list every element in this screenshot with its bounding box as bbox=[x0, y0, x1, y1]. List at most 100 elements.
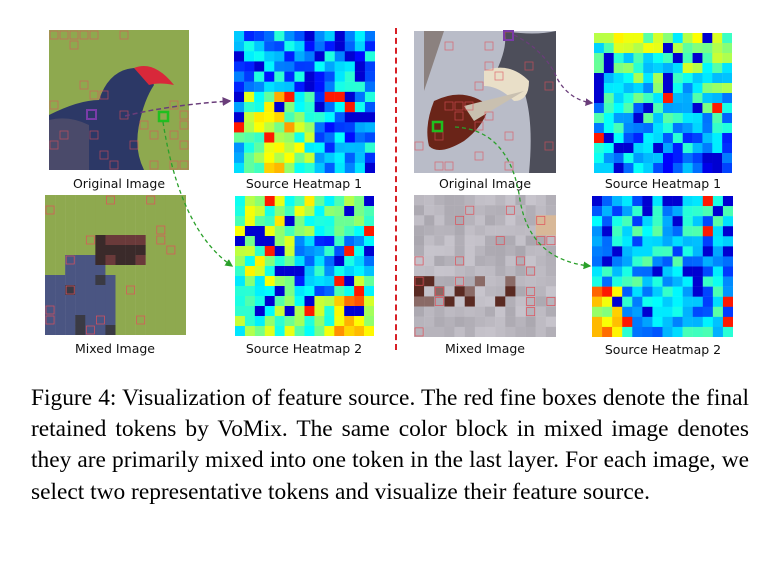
mixed-token-block bbox=[45, 295, 56, 306]
heatmap-cell bbox=[722, 113, 732, 124]
heatmap-cell bbox=[254, 51, 265, 62]
heatmap-cell bbox=[284, 162, 295, 173]
heatmap-cell bbox=[314, 256, 325, 267]
heatmap-cell bbox=[354, 102, 366, 113]
heatmap-cell bbox=[672, 113, 683, 124]
heatmap-cell bbox=[682, 133, 693, 144]
heatmap-cell bbox=[712, 103, 723, 114]
mixed-token-block bbox=[145, 275, 156, 286]
mixed-token-block bbox=[505, 235, 516, 246]
heatmap-cell bbox=[722, 33, 732, 44]
heatmap-cell bbox=[314, 31, 325, 42]
heatmap-cell bbox=[643, 83, 654, 94]
heatmap-cell bbox=[722, 53, 732, 64]
heatmap-cell bbox=[702, 103, 713, 114]
mixed-token-block bbox=[55, 245, 66, 256]
heatmap-cell bbox=[364, 266, 374, 277]
heatmap-cell bbox=[682, 103, 693, 114]
heatmap-cell bbox=[712, 133, 723, 144]
heatmap-cell bbox=[692, 133, 703, 144]
mixed-token-block bbox=[105, 255, 116, 266]
mixed-token-block bbox=[55, 195, 66, 206]
mixed-token-block bbox=[155, 265, 167, 276]
mixed-token-block bbox=[515, 326, 526, 337]
heatmap-cell bbox=[672, 236, 683, 247]
heatmap-cell bbox=[643, 53, 654, 64]
mixed-token-block bbox=[434, 225, 445, 236]
retained-token-box bbox=[434, 286, 444, 296]
heatmap-cell bbox=[334, 71, 345, 82]
heatmap-cell bbox=[594, 153, 605, 164]
heatmap-cell bbox=[672, 256, 683, 267]
heatmap-cell bbox=[304, 306, 315, 317]
heatmap-cell bbox=[702, 206, 714, 217]
heatmap-cell bbox=[594, 143, 605, 154]
mixed-token-block bbox=[175, 205, 186, 216]
heatmap-cell bbox=[324, 41, 335, 52]
heatmap-cell bbox=[364, 132, 375, 143]
retained-token-box bbox=[139, 120, 149, 130]
mixed-token-block bbox=[55, 325, 66, 335]
mixed-token-block bbox=[95, 315, 106, 326]
heatmap-cell bbox=[682, 326, 693, 337]
mixed-token-block bbox=[515, 276, 526, 287]
mixed-token-block bbox=[474, 326, 486, 337]
heatmap-cell bbox=[722, 216, 733, 227]
retained-token-box bbox=[484, 111, 494, 121]
mixed-token-block bbox=[155, 225, 167, 236]
mixed-token-block bbox=[474, 225, 486, 236]
heatmap-cell bbox=[324, 246, 335, 257]
retained-token-box bbox=[149, 130, 159, 140]
mixed-token-block bbox=[454, 245, 465, 257]
heatmap-cell bbox=[284, 316, 295, 327]
heatmap-cell bbox=[722, 256, 733, 267]
heatmap-cell bbox=[603, 93, 614, 104]
mixed-token-block bbox=[515, 296, 526, 307]
heatmap-cell bbox=[264, 316, 275, 327]
right-source-heatmap-2 bbox=[592, 196, 733, 337]
mixed-token-block bbox=[535, 195, 547, 206]
heatmap-cell bbox=[274, 206, 285, 217]
mixed-token-block bbox=[444, 255, 455, 267]
mixed-token-block bbox=[535, 276, 547, 287]
retained-token-box bbox=[149, 160, 159, 170]
heatmap-cell bbox=[603, 73, 614, 84]
heatmap-cell bbox=[314, 246, 325, 257]
heatmap-cell bbox=[235, 256, 246, 267]
retained-token-box bbox=[89, 30, 99, 40]
heatmap-cell bbox=[652, 226, 663, 237]
heatmap-cell bbox=[612, 256, 623, 267]
retained-token-box bbox=[526, 286, 536, 296]
mixed-token-block bbox=[105, 245, 116, 256]
heatmap-cell bbox=[602, 196, 613, 207]
heatmap-cell bbox=[712, 196, 724, 207]
heatmap-cell bbox=[712, 153, 723, 164]
heatmap-cell bbox=[682, 153, 693, 164]
heatmap-cell bbox=[294, 306, 305, 317]
heatmap-cell bbox=[274, 316, 285, 327]
heatmap-cell bbox=[663, 123, 674, 134]
heatmap-cell bbox=[264, 41, 275, 52]
heatmap-cell bbox=[254, 71, 265, 82]
heatmap-cell bbox=[264, 326, 275, 336]
mixed-token-block bbox=[474, 296, 486, 307]
mixed-token-block bbox=[125, 205, 136, 216]
mixed-token-block bbox=[434, 286, 445, 297]
heatmap-cell bbox=[294, 102, 305, 113]
mixed-token-block bbox=[155, 325, 167, 335]
heatmap-cell bbox=[613, 123, 624, 134]
retained-token-box bbox=[454, 111, 464, 121]
heatmap-cell bbox=[264, 266, 275, 277]
heatmap-cell bbox=[682, 73, 693, 84]
heatmap-cell bbox=[254, 306, 265, 317]
heatmap-cell bbox=[264, 122, 275, 133]
heatmap-cell bbox=[613, 73, 624, 84]
heatmap-cell bbox=[334, 226, 345, 237]
heatmap-cell bbox=[622, 316, 633, 328]
heatmap-cell bbox=[344, 216, 355, 227]
mixed-token-block bbox=[535, 266, 547, 277]
heatmap-cell bbox=[334, 306, 345, 317]
mixed-token-block bbox=[115, 225, 126, 236]
mixed-token-block bbox=[535, 225, 547, 236]
mixed-token-block bbox=[464, 195, 476, 206]
